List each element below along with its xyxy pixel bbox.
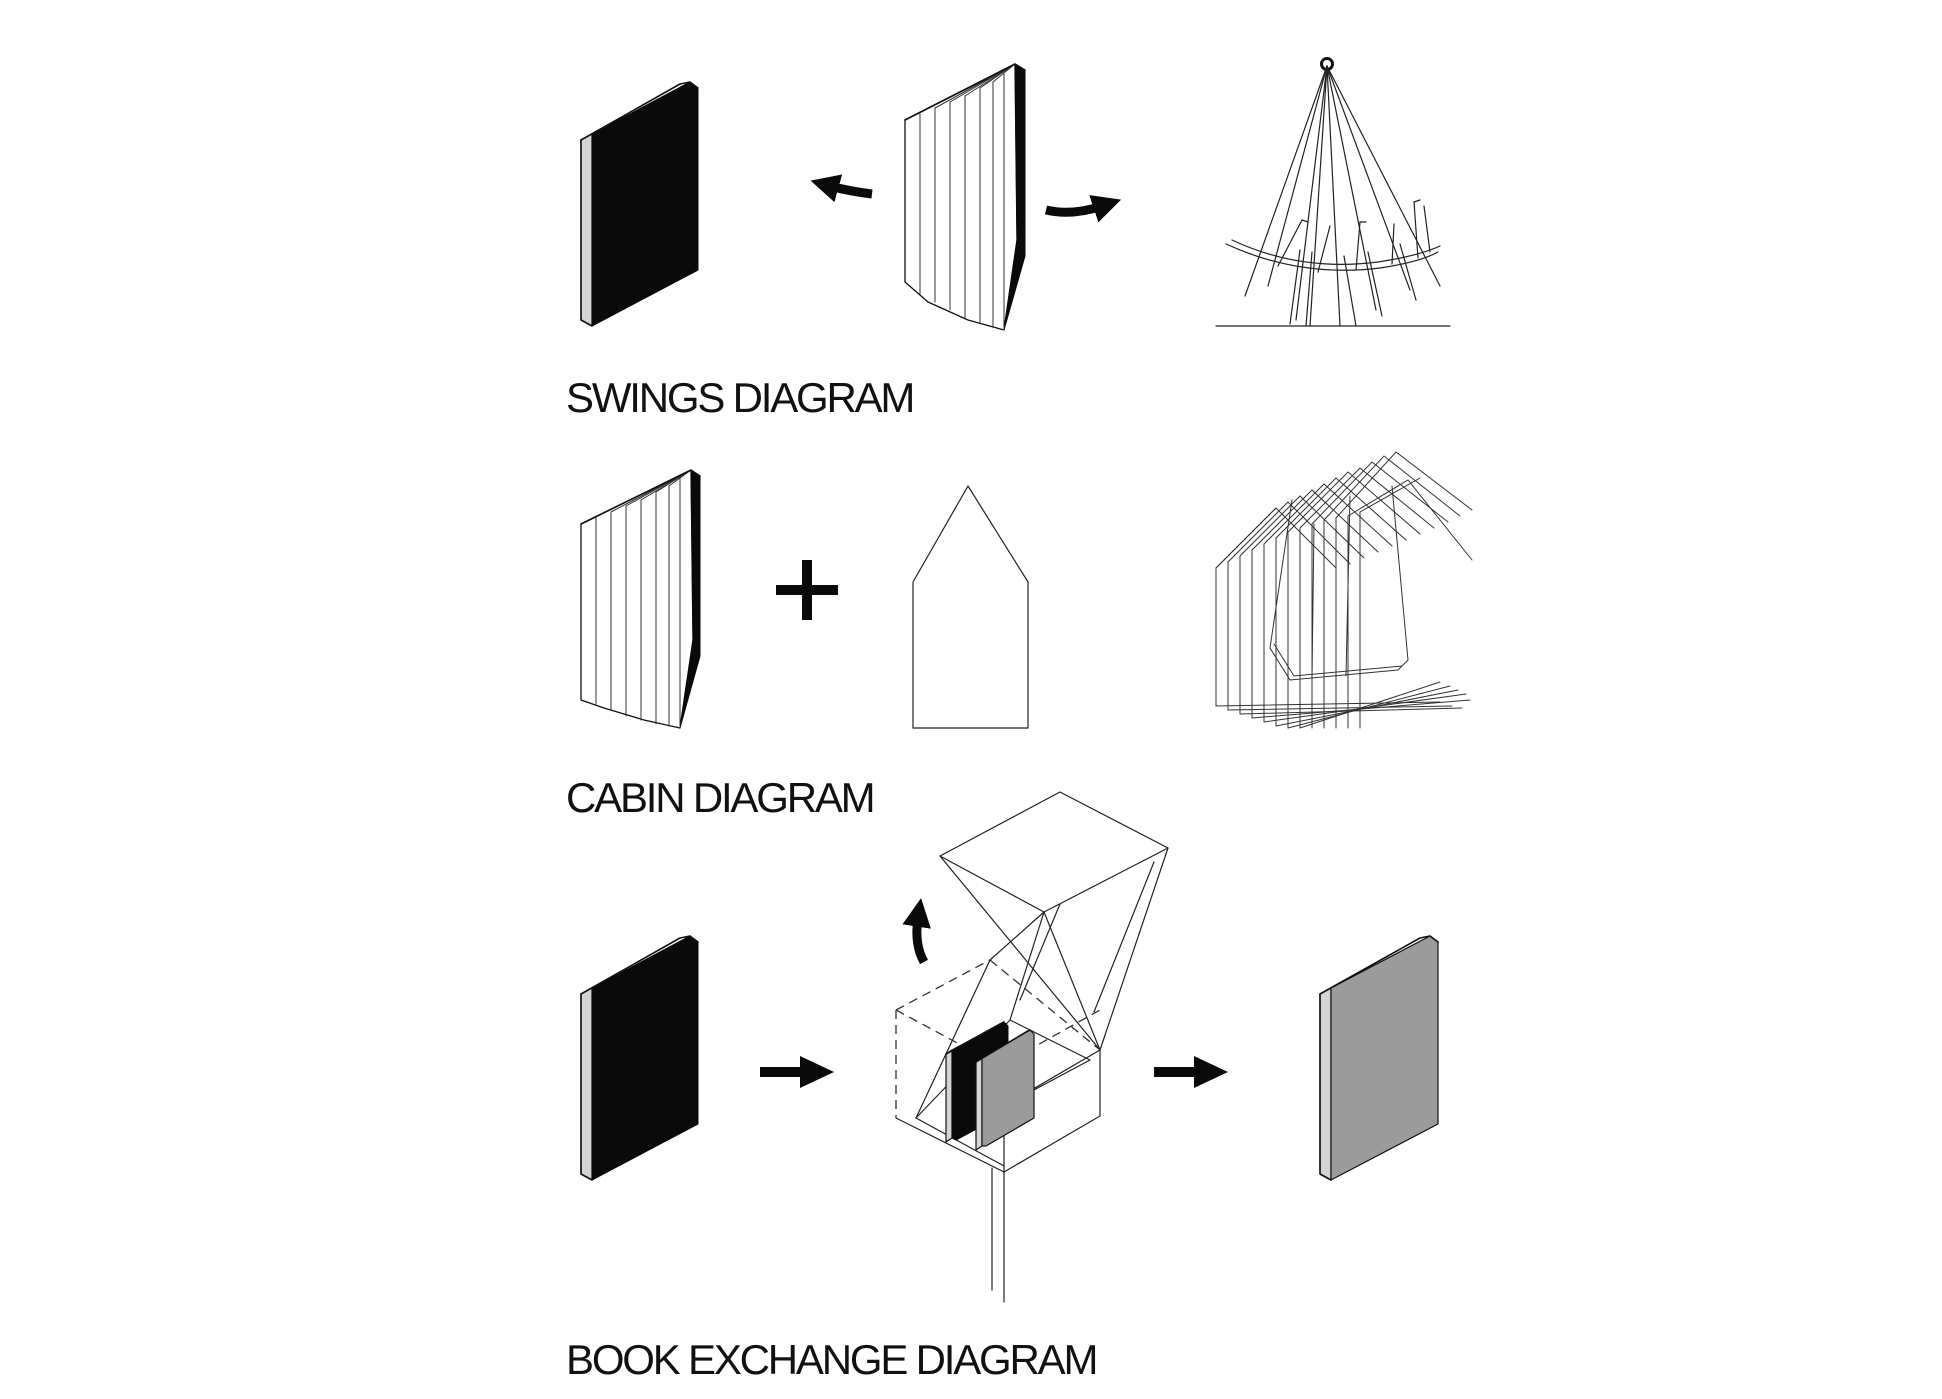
curved-arrow-icon <box>1044 195 1122 223</box>
section-label: CABIN DIAGRAM <box>566 774 873 821</box>
plus-icon <box>776 560 838 620</box>
section-label: BOOK EXCHANGE DIAGRAM <box>566 1336 1096 1383</box>
open-book-icon <box>580 469 701 729</box>
exchange-box-drawing <box>895 791 1169 1303</box>
curved-arrow-icon <box>810 174 873 203</box>
closed-book-icon <box>580 81 699 327</box>
exchanged-book-icon <box>1319 935 1439 1181</box>
closed-book-icon <box>580 935 699 1181</box>
cabin-row: CABIN DIAGRAM <box>566 451 1473 821</box>
open-book-icon <box>904 63 1026 331</box>
cabin-outline-drawing <box>912 485 1029 729</box>
arrow-right-icon <box>1154 1056 1228 1088</box>
exchange-row: BOOK EXCHANGE DIAGRAM <box>566 791 1439 1383</box>
section-label: SWINGS DIAGRAM <box>566 374 913 421</box>
swing-structure-drawing <box>1215 57 1451 327</box>
cabin-frames-drawing <box>1215 451 1473 729</box>
swings-row: SWINGS DIAGRAM <box>566 57 1451 421</box>
arrow-right-icon <box>760 1056 834 1088</box>
